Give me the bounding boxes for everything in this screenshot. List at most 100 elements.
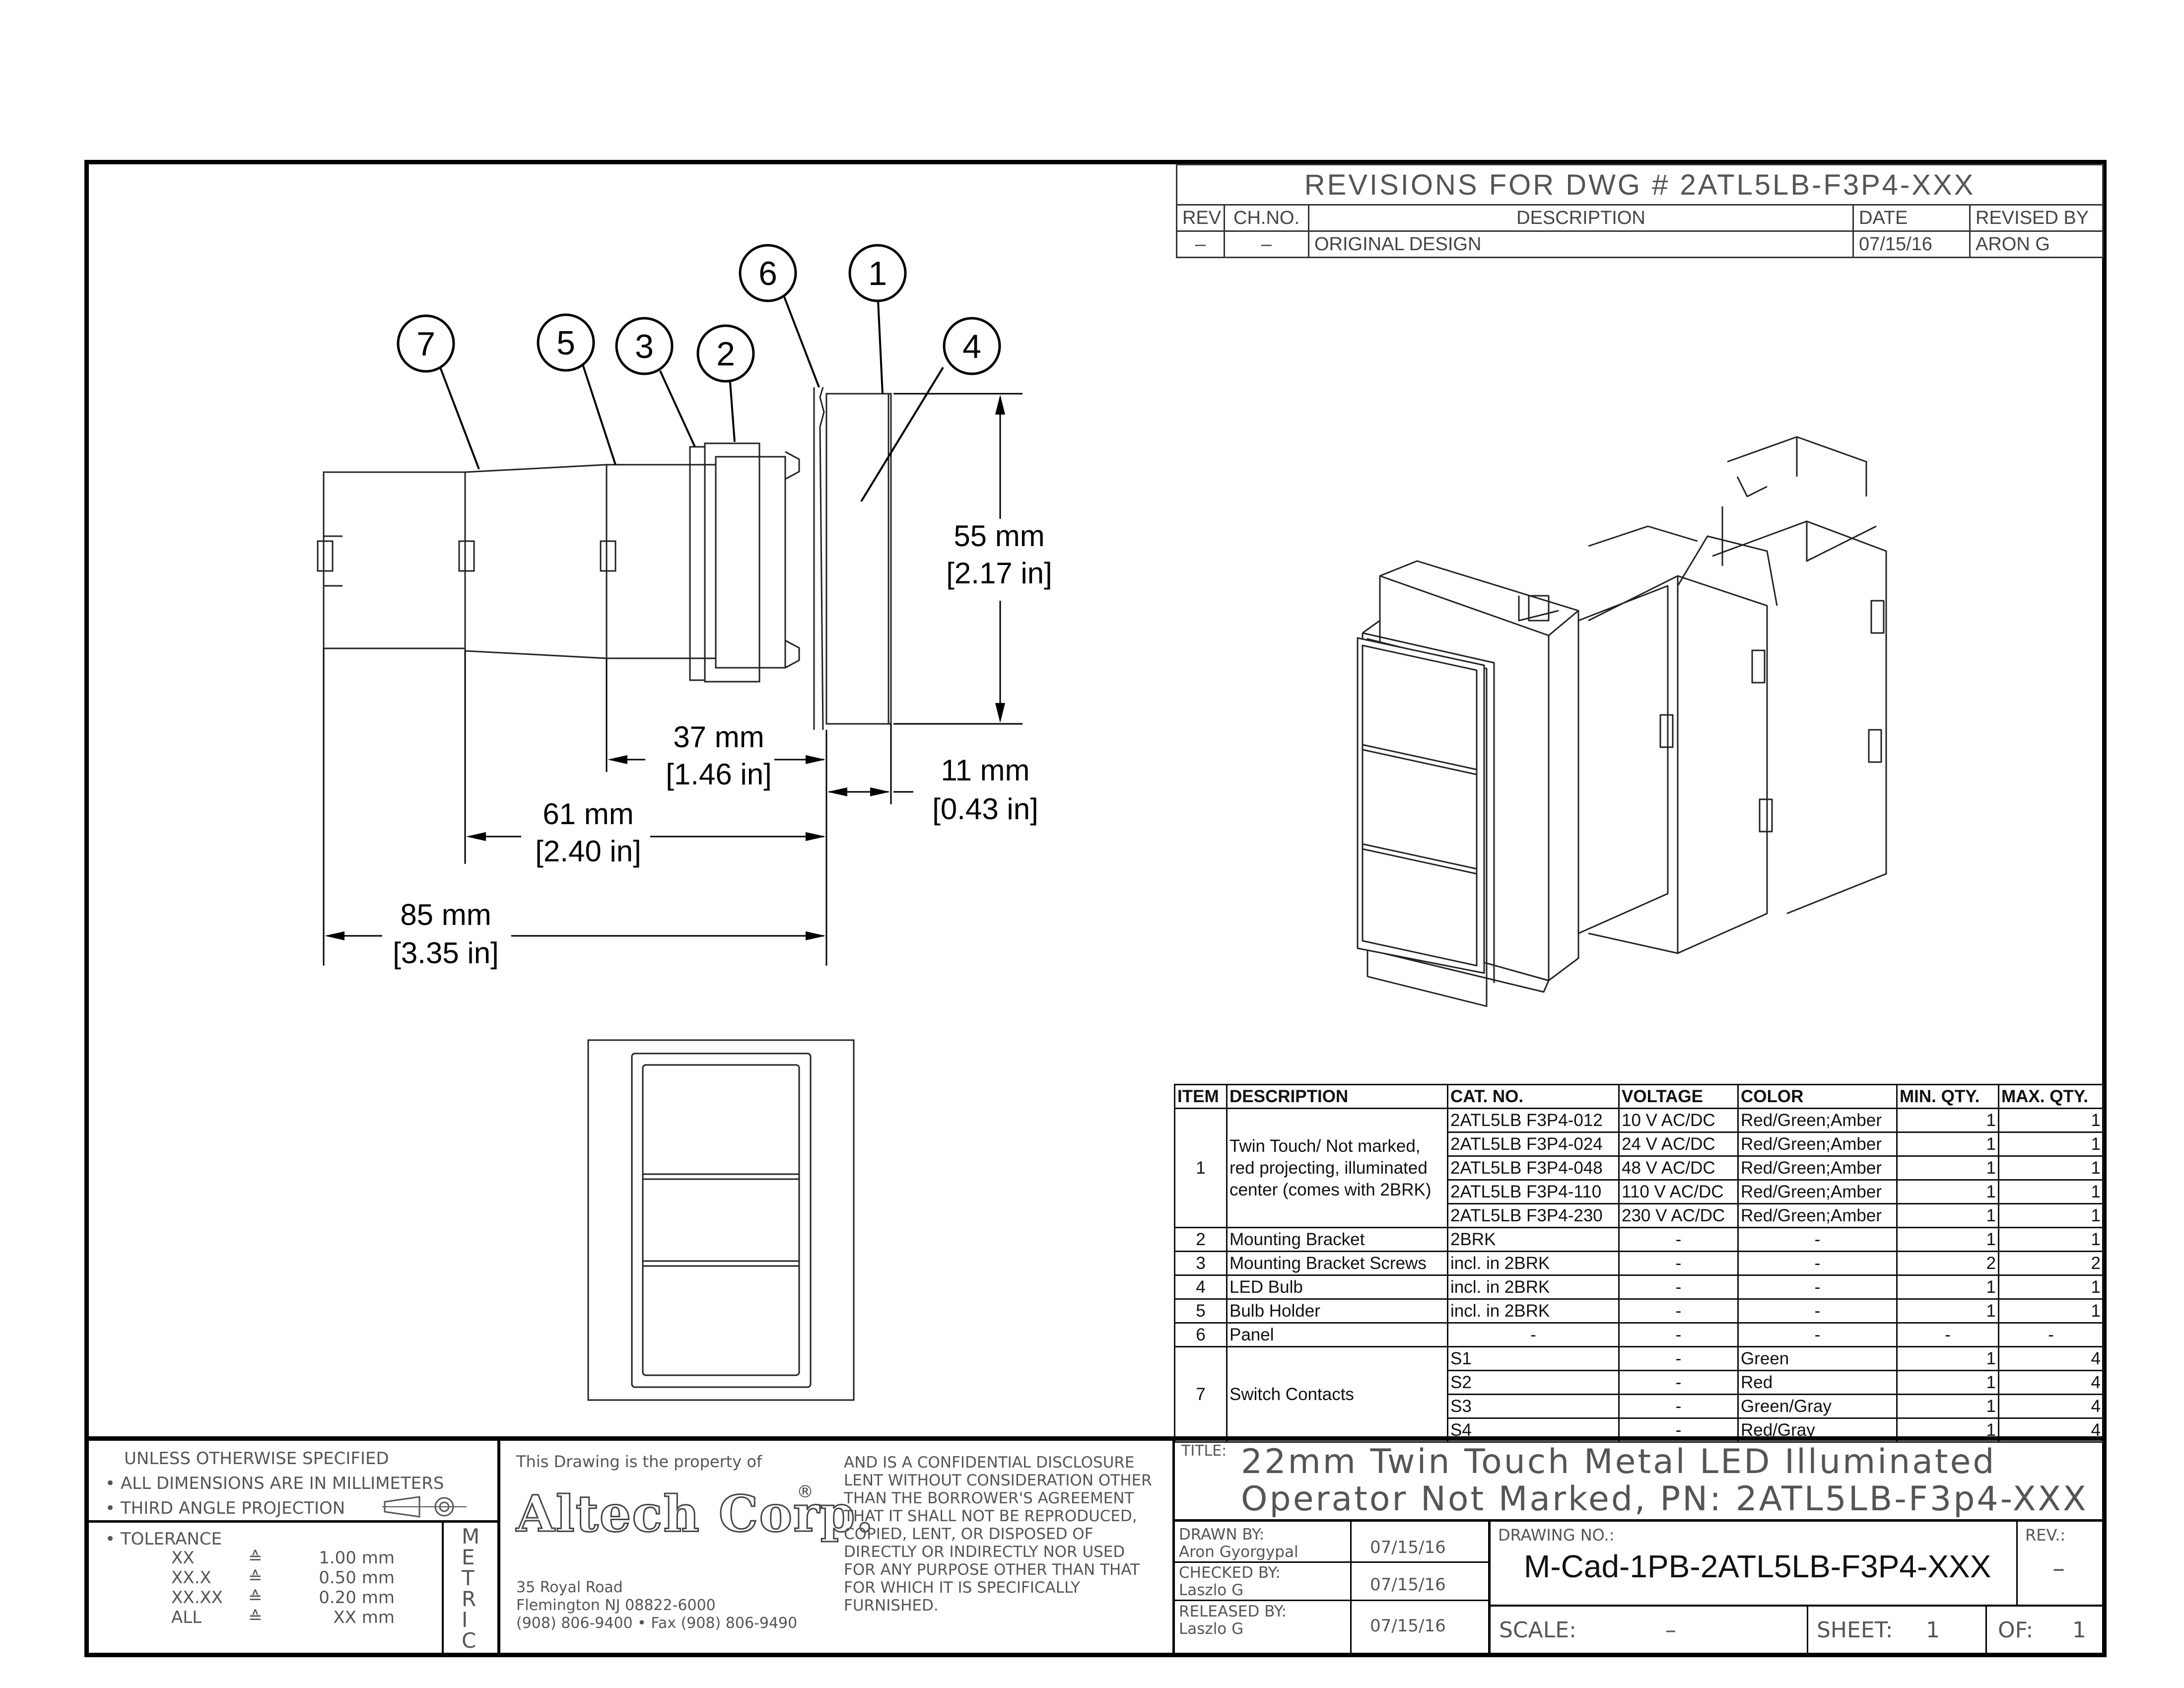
- bom-cell: 1: [1896, 1131, 1999, 1157]
- side-view-outline: [317, 387, 892, 730]
- drawing-number-label: DRAWING NO.:: [1498, 1526, 1615, 1545]
- bom-cell: 1: [1896, 1179, 1999, 1204]
- bom-cell: 2ATL5LB F3P4-012: [1447, 1108, 1620, 1133]
- bom-cell: -: [1737, 1274, 1898, 1300]
- rev-header-chno: CH.NO.: [1224, 204, 1309, 232]
- bom-header-cell: COLOR: [1737, 1084, 1898, 1109]
- rev-label: REV.:: [2025, 1526, 2066, 1545]
- bom-cell: Green/Gray: [1737, 1394, 1898, 1419]
- bom-cell: 1: [1174, 1108, 1228, 1228]
- bom-cell: 1: [1896, 1108, 1999, 1133]
- rev-header-date: DATE: [1852, 204, 1971, 232]
- titleblock-divider: [442, 1520, 444, 1654]
- balloon-2-label: 2: [716, 335, 735, 373]
- metric-letter: M: [462, 1524, 480, 1548]
- disclosure-line: THAT IT SHALL NOT BE REPRODUCED,: [844, 1507, 1137, 1525]
- tolerance-cell: 0.20 mm: [319, 1588, 395, 1608]
- released-date: 07/15/16: [1370, 1616, 1446, 1636]
- dim-85-in: [3.35 in]: [393, 936, 499, 970]
- bom-cell: 10 V AC/DC: [1618, 1108, 1739, 1133]
- drawing-title-line1: 22mm Twin Touch Metal LED Illuminated: [1241, 1442, 1996, 1481]
- disclosure-line: FOR WHICH IT IS SPECIFICALLY: [844, 1579, 1081, 1597]
- titleblock-divider: [1488, 1605, 2107, 1607]
- scale-label: SCALE:: [1499, 1618, 1576, 1643]
- tolerance-cell: XX: [171, 1548, 195, 1568]
- balloon-3-circle: [615, 317, 674, 375]
- bom-cell: -: [1737, 1227, 1898, 1252]
- rev-header-rev: REV: [1176, 204, 1225, 232]
- bom-header-cell: VOLTAGE: [1618, 1084, 1739, 1109]
- bom-cell: S1: [1447, 1346, 1620, 1371]
- balloon-7-label: 7: [416, 325, 435, 363]
- bom-cell: incl. in 2BRK: [1447, 1298, 1620, 1324]
- tolerance-label: • TOLERANCE: [105, 1529, 222, 1549]
- bom-cell: 1: [1998, 1155, 2104, 1181]
- titleblock-divider: [1172, 1600, 1489, 1601]
- balloon-5-label: 5: [556, 324, 575, 362]
- balloon-leaders: [436, 290, 944, 502]
- dimension-arrows: [325, 395, 1005, 940]
- bom-cell: 4: [1174, 1274, 1228, 1300]
- bom-cell: Red/Green;Amber: [1737, 1179, 1898, 1204]
- drawn-by: Aron Gyorgypal: [1179, 1543, 1298, 1561]
- revisions-table: REVISIONS FOR DWG # 2ATL5LB-F3P4-XXX REV…: [1175, 164, 2104, 258]
- dim-11-mm: 11 mm: [941, 754, 1030, 787]
- checked-by-label: CHECKED BY:: [1179, 1564, 1281, 1582]
- address-line: 35 Royal Road: [516, 1579, 623, 1596]
- bom-cell: -: [1618, 1346, 1739, 1371]
- balloon-1-label: 1: [868, 255, 887, 292]
- bom-cell: 1: [1998, 1274, 2104, 1300]
- bom-cell: 1: [1998, 1227, 2104, 1252]
- tolerance-cell: ≙: [248, 1608, 263, 1627]
- bom-cell: 1: [1896, 1203, 1999, 1228]
- bom-cell: 1: [1896, 1298, 1999, 1324]
- bom-cell: incl. in 2BRK: [1447, 1274, 1620, 1300]
- bom-cell: 1: [1998, 1131, 2104, 1157]
- drawing-title-line2: Operator Not Marked, PN: 2ATL5LB-F3p4-XX…: [1241, 1479, 2088, 1519]
- bom-cell: 1: [1896, 1274, 1999, 1300]
- disclosure-line: AND IS A CONFIDENTIAL DISCLOSURE: [844, 1454, 1135, 1472]
- bom-cell: Green: [1737, 1346, 1898, 1371]
- bom-cell: LED Bulb: [1226, 1274, 1448, 1300]
- dim-height-mm: 55 mm: [954, 519, 1044, 553]
- bom-cell: 1: [1896, 1346, 1999, 1371]
- bom-cell: -: [1737, 1298, 1898, 1324]
- bom-cell: Bulb Holder: [1226, 1298, 1448, 1324]
- bom-cell: 2ATL5LB F3P4-024: [1447, 1131, 1620, 1157]
- bom-cell: Switch Contacts: [1226, 1346, 1448, 1443]
- dim-37-mm: 37 mm: [673, 720, 764, 754]
- bom-cell: 2: [1896, 1251, 1999, 1276]
- bom-header-cell: MAX. QTY.: [1998, 1084, 2104, 1109]
- tolerance-cell: XX mm: [333, 1608, 395, 1627]
- rev-cell: –: [1176, 230, 1225, 258]
- tolerance-cell: 0.50 mm: [319, 1568, 395, 1588]
- titleblock-divider: [1985, 1605, 1987, 1654]
- bom-cell: Red/Green;Amber: [1737, 1203, 1898, 1228]
- bom-cell: 2ATL5LB F3P4-110: [1447, 1179, 1620, 1204]
- title-label: TITLE:: [1181, 1442, 1227, 1460]
- address-line: Flemington NJ 08822-6000: [516, 1597, 716, 1614]
- titleblock-top-border: [84, 1436, 2107, 1441]
- bom-cell: -: [1618, 1322, 1739, 1347]
- disclosure-line: FOR ANY PURPOSE OTHER THAN THAT: [844, 1561, 1140, 1579]
- note-unless: UNLESS OTHERWISE SPECIFIED: [124, 1449, 389, 1469]
- balloon-4-label: 4: [962, 328, 981, 365]
- titleblock-divider: [84, 1520, 499, 1523]
- bom-cell: 1: [1896, 1394, 1999, 1419]
- balloon-6-circle: [739, 244, 797, 302]
- rev-value: –: [2052, 1554, 2065, 1583]
- bom-cell: 1: [1998, 1203, 2104, 1228]
- bom-cell: incl. in 2BRK: [1447, 1251, 1620, 1276]
- company-logo: Altech Corp.: [516, 1484, 875, 1544]
- disclosure-line: THAN THE BORROWER'S AGREEMENT: [844, 1489, 1134, 1507]
- titleblock-divider: [1350, 1519, 1352, 1654]
- bom-cell: 2ATL5LB F3P4-048: [1447, 1155, 1620, 1181]
